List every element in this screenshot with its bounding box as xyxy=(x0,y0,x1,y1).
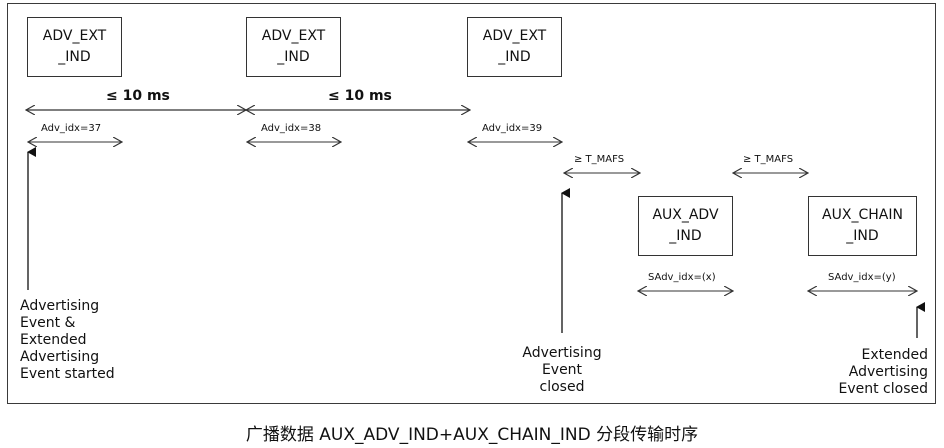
pdu-adv-ext-ind-3: ADV_EXT _IND xyxy=(467,17,562,77)
extended-event-closed-note: Extended Advertising Event closed xyxy=(816,347,928,398)
pdu-adv-ext-ind-1: ADV_EXT _IND xyxy=(27,17,122,77)
sadv-idx-label-y: SAdv_idx=(y) xyxy=(828,272,896,283)
interval-label-2: ≤ 10 ms xyxy=(328,88,392,104)
pdu-aux-chain-ind: AUX_CHAIN _IND xyxy=(808,196,917,256)
pdu-label: _IND xyxy=(277,49,310,65)
adv-idx-label-39: Adv_idx=39 xyxy=(482,123,543,134)
note-line: closed xyxy=(539,379,585,395)
pdu-label: ADV_EXT xyxy=(482,28,547,44)
pdu-aux-adv-ind: AUX_ADV _IND xyxy=(638,196,733,256)
pdu-label: _IND xyxy=(669,228,702,244)
figure-caption: 广播数据 AUX_ADV_IND+AUX_CHAIN_IND 分段传输时序 xyxy=(245,425,699,445)
note-line: Event & xyxy=(20,315,76,331)
adv-idx-label-38: Adv_idx=38 xyxy=(261,123,322,134)
pdu-label: ADV_EXT xyxy=(261,28,326,44)
sadv-idx-label-x: SAdv_idx=(x) xyxy=(648,272,716,283)
note-line: Advertising xyxy=(522,345,602,361)
note-line: Advertising xyxy=(20,298,100,314)
note-line: Advertising xyxy=(848,364,928,380)
note-line: Event started xyxy=(20,366,115,382)
adv-idx-label-37: Adv_idx=37 xyxy=(41,123,102,134)
note-line: Event xyxy=(541,362,583,378)
pdu-label: ADV_EXT xyxy=(42,28,107,44)
pdu-label: AUX_CHAIN xyxy=(822,207,903,223)
pdu-label: AUX_ADV xyxy=(652,207,719,223)
note-line: Extended xyxy=(20,332,87,348)
event-closed-note: Advertising Event closed xyxy=(512,345,612,396)
note-line: Advertising xyxy=(20,349,100,365)
interval-label-1: ≤ 10 ms xyxy=(106,88,170,104)
note-line: Extended xyxy=(861,347,929,363)
event-started-note: Advertising Event & Extended Advertising… xyxy=(20,298,115,383)
pdu-label: _IND xyxy=(498,49,531,65)
mafs-label-2: ≥ T_MAFS xyxy=(743,154,794,165)
note-line: Event closed xyxy=(838,381,928,397)
diagram-frame xyxy=(7,3,936,404)
pdu-label: _IND xyxy=(58,49,91,65)
mafs-label-1: ≥ T_MAFS xyxy=(574,154,625,165)
pdu-label: _IND xyxy=(846,228,879,244)
pdu-adv-ext-ind-2: ADV_EXT _IND xyxy=(246,17,341,77)
